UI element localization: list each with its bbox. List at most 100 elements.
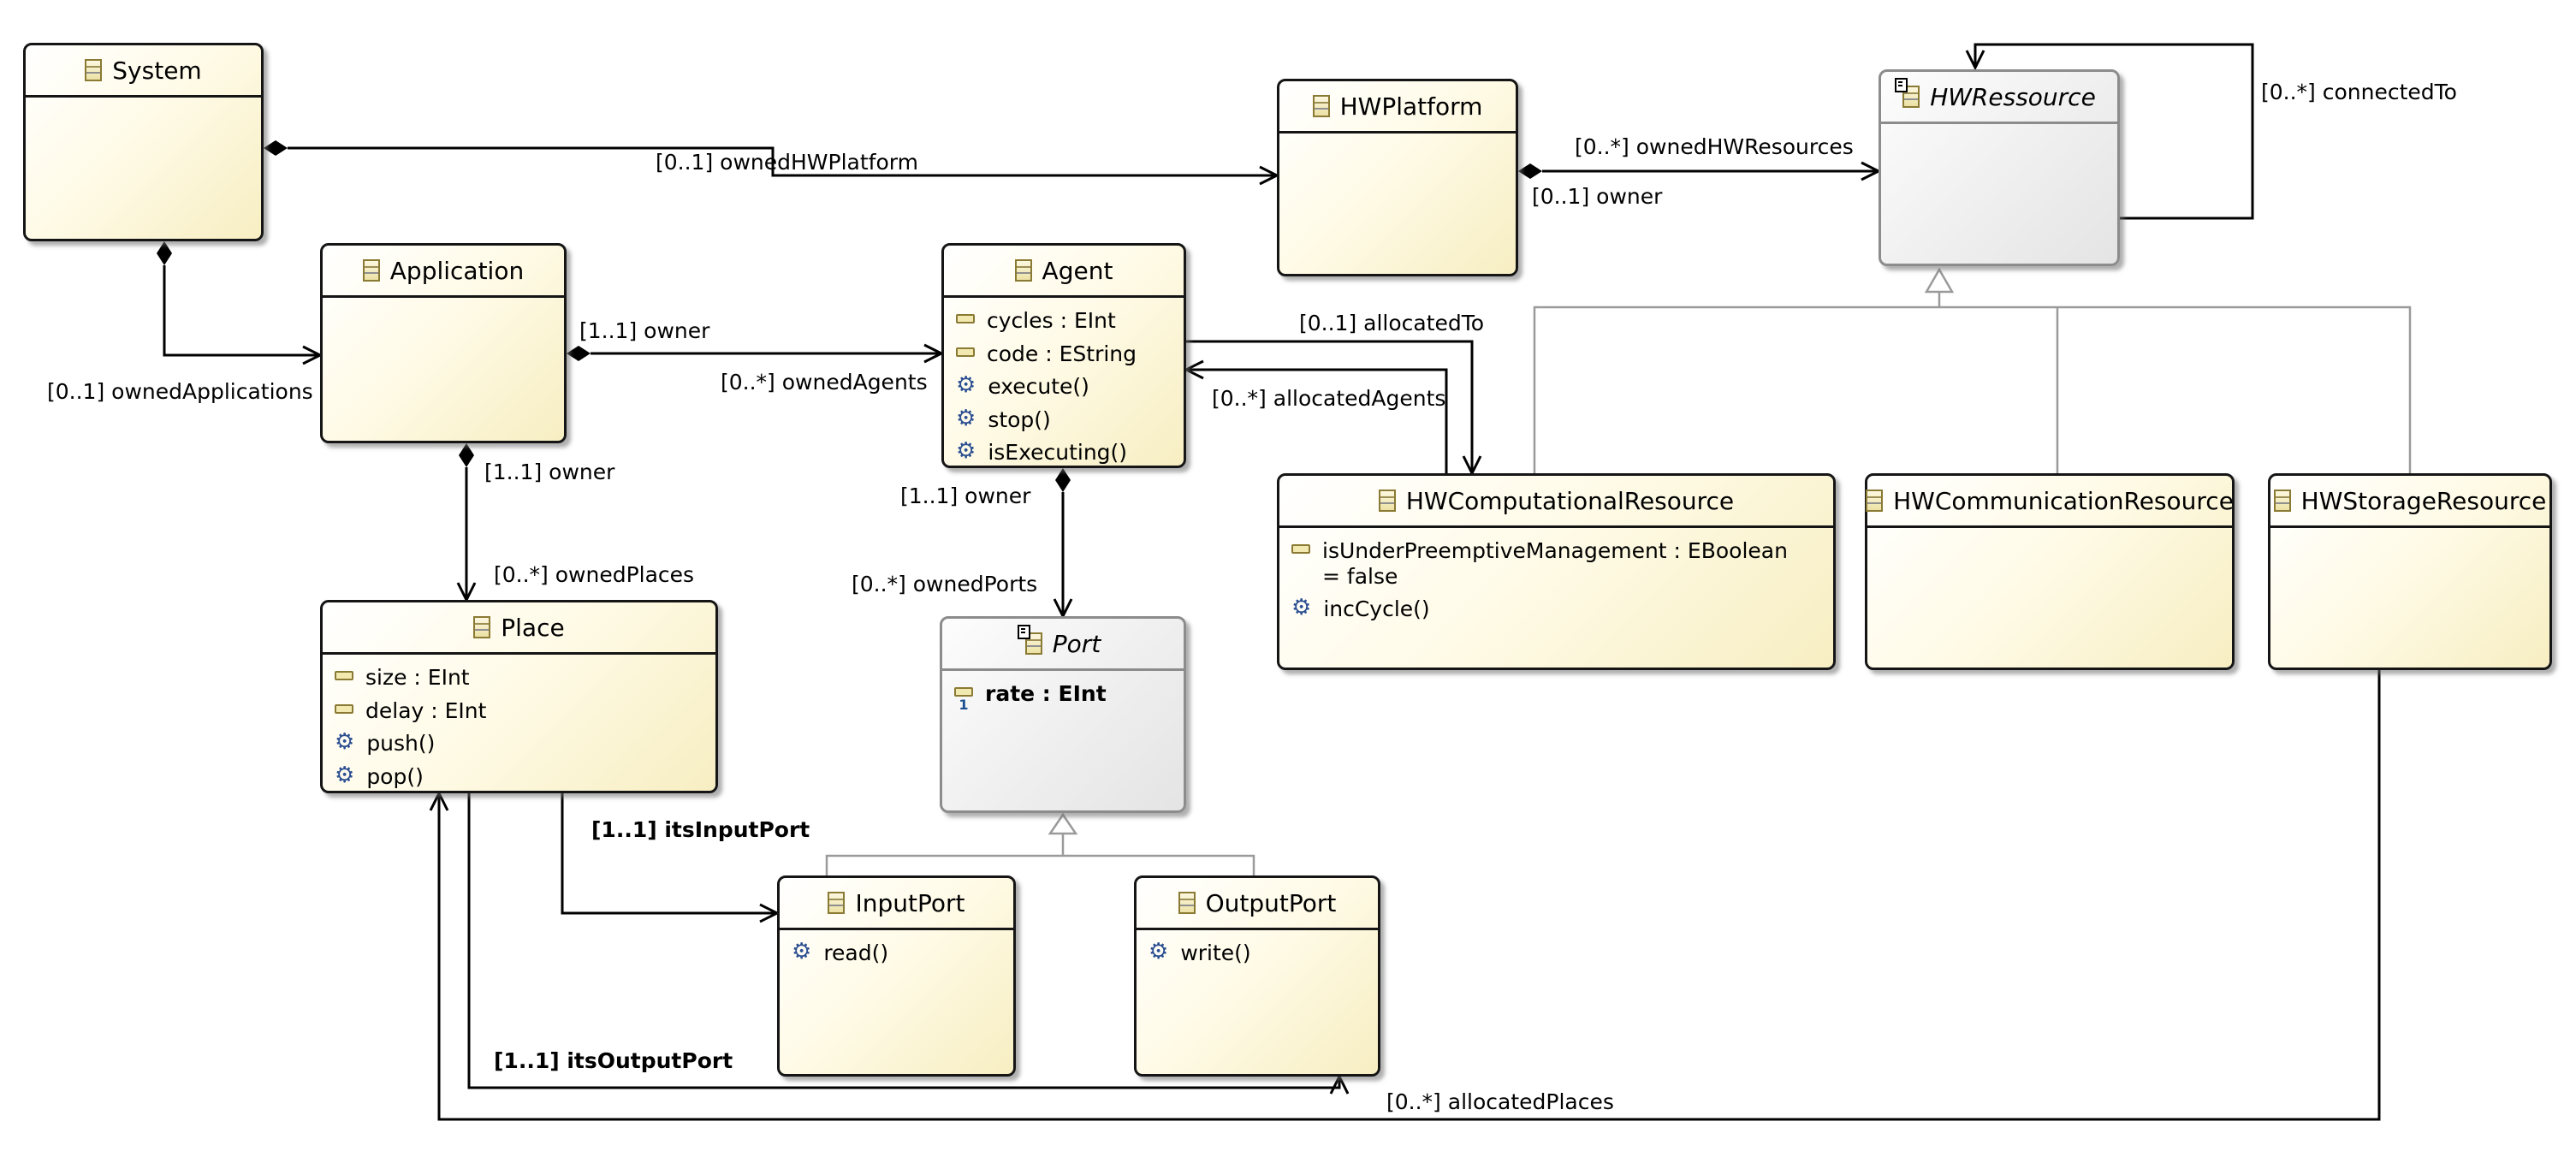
- class-hwcommunicationresource[interactable]: HWCommunicationResource: [1865, 473, 2235, 670]
- class-title: System: [26, 45, 261, 98]
- class-hwressource[interactable]: HWRessource: [1879, 69, 2120, 266]
- eclass-icon: [1178, 892, 1196, 914]
- attribute-icon: [335, 671, 353, 680]
- edge-label-owned-hw-resources[interactable]: [0..*] ownedHWResources: [1575, 134, 1854, 159]
- class-attribute: size : EInt: [335, 665, 710, 691]
- class-operation: ⚙read(): [792, 939, 889, 965]
- class-inputport[interactable]: InputPort ⚙read(): [777, 875, 1016, 1077]
- composition-diamond-icon: [157, 241, 172, 265]
- operation-icon: ⚙: [1291, 595, 1312, 620]
- edge-label-owned-places[interactable]: [0..*] ownedPlaces: [494, 562, 695, 587]
- edge-connected-to[interactable]: [1965, 43, 2254, 220]
- class-application[interactable]: Application: [320, 243, 567, 443]
- attribute-icon: 1: [954, 687, 973, 712]
- operation-icon: ⚙: [956, 405, 976, 431]
- edge-owned-hw-resources[interactable]: [1518, 161, 1882, 181]
- class-hwcomputationalresource[interactable]: HWComputationalResource isUnderPreemptiv…: [1277, 473, 1836, 670]
- operation-icon: ⚙: [1149, 939, 1169, 964]
- edge-label-port-owner[interactable]: [1..1] owner: [900, 484, 1031, 508]
- class-members: [1881, 124, 2117, 134]
- class-title: HWComputationalResource: [1279, 476, 1833, 528]
- operation-icon: ⚙: [956, 438, 976, 464]
- composition-diamond-icon: [459, 443, 474, 467]
- class-title: HWRessource: [1881, 72, 2117, 124]
- class-operation: ⚙execute(): [956, 372, 1089, 399]
- class-name: HWComputationalResource: [1405, 486, 1735, 515]
- class-members: [1867, 528, 2232, 538]
- edge-allocated-places[interactable]: [429, 670, 2381, 1121]
- eclass-icon: [2273, 490, 2291, 512]
- edge-label-connected-to[interactable]: [0..*] connectedTo: [2261, 80, 2457, 104]
- attribute-icon: [956, 314, 975, 323]
- class-system[interactable]: System: [23, 43, 264, 241]
- edge-label-allocated-agents[interactable]: [0..*] allocatedAgents: [1212, 386, 1446, 411]
- operation-icon: ⚙: [335, 729, 355, 755]
- class-name: InputPort: [855, 888, 965, 917]
- edge-allocated-agents[interactable]: [1183, 359, 1448, 473]
- edge-label-its-output-port[interactable]: [1..1] itsOutputPort: [494, 1048, 733, 1073]
- composition-diamond-icon: [567, 346, 591, 361]
- edge-owned-hw-platform[interactable]: [264, 140, 1280, 186]
- eclass-icon: [1866, 490, 1884, 512]
- class-operation: ⚙stop(): [956, 405, 1051, 432]
- class-name: HWPlatform: [1339, 92, 1483, 121]
- class-members: [1279, 134, 1516, 144]
- composition-diamond-icon: [1518, 163, 1542, 179]
- class-outputport[interactable]: OutputPort ⚙write(): [1134, 875, 1380, 1077]
- class-attribute: delay : EInt: [335, 698, 710, 724]
- eclass-icon: [1378, 490, 1396, 512]
- generalization-port[interactable]: [825, 812, 1255, 875]
- class-title: InputPort: [780, 878, 1013, 930]
- arrowhead-icon: [1183, 359, 1204, 380]
- edge-owned-places[interactable]: [456, 443, 477, 603]
- eclass-icon: [473, 616, 491, 638]
- generalization-hwressource[interactable]: [1533, 267, 2412, 473]
- class-members: [26, 98, 261, 108]
- edge-label-owned-ports[interactable]: [0..*] ownedPorts: [852, 572, 1038, 596]
- eclass-icon: [362, 259, 380, 282]
- arrowhead-icon: [429, 790, 449, 811]
- generalization-triangle-icon: [1924, 267, 1955, 294]
- class-hwplatform[interactable]: HWPlatform: [1277, 79, 1518, 276]
- abstract-eclass-icon: [1017, 625, 1042, 655]
- class-operation: ⚙incCycle(): [1291, 595, 1430, 621]
- edge-label-allocated-places[interactable]: [0..*] allocatedPlaces: [1386, 1089, 1614, 1114]
- class-hwstorageresource[interactable]: HWStorageResource: [2268, 473, 2552, 670]
- edge-its-input-port[interactable]: [561, 793, 781, 923]
- arrowhead-icon: [1329, 1073, 1350, 1095]
- edge-label-owned-agents[interactable]: [0..*] ownedAgents: [721, 370, 928, 395]
- class-name: System: [112, 56, 202, 85]
- eclass-icon: [1014, 259, 1032, 282]
- abstract-marker-icon: [1017, 625, 1030, 639]
- edge-owned-agents[interactable]: [567, 343, 945, 364]
- edge-its-output-port[interactable]: [467, 793, 1350, 1095]
- edge-label-agent-owner[interactable]: [1..1] owner: [579, 318, 710, 343]
- class-name: Port: [1052, 629, 1101, 658]
- class-attribute: code : EString: [956, 341, 1178, 367]
- class-members: ⚙read(): [780, 930, 1013, 966]
- edge-label-owned-hw-platform[interactable]: [0..1] ownedHWPlatform: [656, 150, 918, 175]
- class-title: HWStorageResource: [2270, 476, 2549, 528]
- edge-label-place-owner[interactable]: [1..1] owner: [484, 460, 615, 484]
- edge-label-owned-applications[interactable]: [0..1] ownedApplications: [47, 379, 313, 404]
- edge-label-allocated-to[interactable]: [0..1] allocatedTo: [1299, 311, 1485, 335]
- edge-owned-ports[interactable]: [1053, 468, 1073, 620]
- eclass-icon: [1312, 95, 1330, 117]
- attribute-icon: [335, 703, 353, 714]
- edge-label-its-input-port[interactable]: [1..1] itsInputPort: [591, 817, 810, 842]
- edge-label-hw-owner[interactable]: [0..1] owner: [1532, 184, 1663, 209]
- eclass-icon: [828, 892, 846, 914]
- eclass-icon: [85, 59, 103, 81]
- composition-diamond-icon: [1055, 468, 1071, 492]
- class-title: HWPlatform: [1279, 81, 1516, 134]
- generalization-triangle-icon: [1048, 812, 1078, 835]
- class-name: HWRessource: [1930, 82, 2096, 111]
- edge-owned-applications[interactable]: [157, 241, 323, 365]
